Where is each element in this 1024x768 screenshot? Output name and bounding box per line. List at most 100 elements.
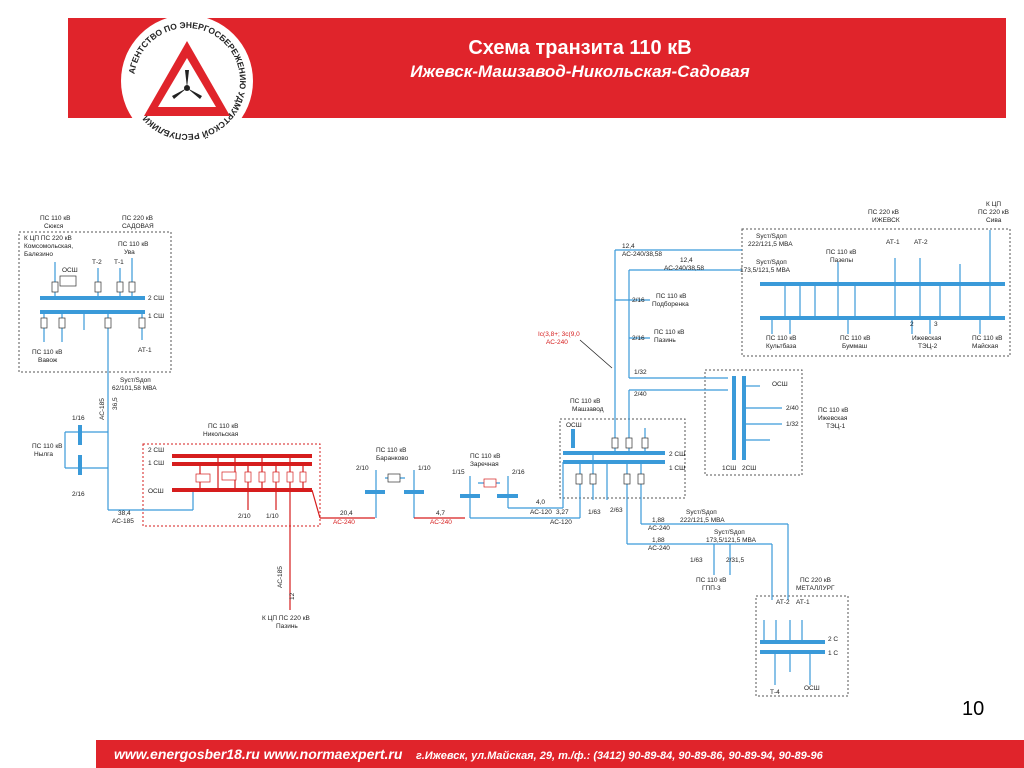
svg-text:Т-1: Т-1	[114, 259, 124, 266]
note-arrow	[579, 339, 613, 369]
svg-text:АТ-2: АТ-2	[776, 599, 790, 606]
footer-websites[interactable]: www.energosber18.ru www.normaexpert.ru	[114, 746, 403, 762]
svg-text:Ижевская: Ижевская	[818, 415, 848, 422]
svg-text:АТ-1: АТ-1	[796, 599, 810, 606]
metallurg-buses	[760, 640, 825, 654]
agency-logo: АГЕНТСТВО ПО ЭНЕРГОСБЕРЕЖЕНИЮ УДМУРТСКОЙ…	[121, 15, 253, 147]
svg-text:2/31,5: 2/31,5	[726, 557, 744, 564]
svg-text:20,4: 20,4	[340, 510, 353, 517]
svg-text:3,27: 3,27	[556, 509, 569, 516]
svg-text:ПС 220 кВ: ПС 220 кВ	[868, 209, 899, 216]
sadovaya-feeders	[43, 258, 194, 511]
svg-text:ТЭЦ-1: ТЭЦ-1	[826, 423, 846, 430]
svg-text:АТ-1: АТ-1	[886, 239, 900, 246]
svg-text:Sуст/Sдоп: Sуст/Sдоп	[714, 529, 745, 536]
svg-text:ОСШ: ОСШ	[804, 685, 820, 692]
svg-text:2/10: 2/10	[356, 465, 369, 472]
svg-text:Сива: Сива	[986, 217, 1002, 224]
mashzavod-breakers	[575, 437, 649, 485]
svg-text:Балезино: Балезино	[24, 251, 53, 258]
svg-text:ПС 110 кВ: ПС 110 кВ	[654, 329, 685, 336]
svg-text:2: 2	[910, 321, 914, 328]
svg-text:ПС 220 кВ: ПС 220 кВ	[800, 577, 831, 584]
page-title: Схема транзита 110 кВ	[468, 37, 692, 59]
svg-text:ПС 110 кВ: ПС 110 кВ	[840, 335, 871, 342]
svg-text:ПС 110 кВ: ПС 110 кВ	[208, 423, 239, 430]
svg-text:12,4: 12,4	[622, 243, 635, 250]
svg-text:1/15: 1/15	[452, 469, 465, 476]
svg-text:АС-120: АС-120	[530, 509, 552, 516]
svg-text:АТ-1: АТ-1	[138, 347, 152, 354]
svg-text:ГПП-3: ГПП-3	[702, 585, 721, 592]
svg-text:Т-2: Т-2	[92, 259, 102, 266]
svg-text:ОСШ: ОСШ	[148, 488, 164, 495]
svg-text:ПС 110 кВ: ПС 110 кВ	[766, 335, 797, 342]
tec1-box	[704, 369, 803, 476]
svg-text:2 СШ: 2 СШ	[669, 451, 685, 458]
sadovaya-buses	[40, 296, 145, 314]
svg-text:Вавож: Вавож	[38, 357, 58, 364]
svg-text:222/121,5 МВА: 222/121,5 МВА	[748, 241, 793, 248]
tec1-buses	[732, 376, 746, 460]
svg-text:АС-120: АС-120	[550, 519, 572, 526]
svg-text:Ува: Ува	[124, 249, 135, 256]
svg-text:1/63: 1/63	[690, 557, 703, 564]
svg-text:АС-240: АС-240	[333, 519, 355, 526]
transit-scheme-diagram: ПС 110 кВ Сюкся ПС 220 кВ САДОВАЯ К ЦП П…	[18, 201, 1011, 697]
svg-text:Пазелы: Пазелы	[830, 257, 853, 264]
wind-turbine-icon	[172, 70, 202, 99]
svg-text:2/40: 2/40	[786, 405, 799, 412]
svg-text:Подборенка: Подборенка	[652, 300, 689, 308]
svg-text:4,7: 4,7	[436, 510, 445, 517]
svg-text:1 СШ: 1 СШ	[669, 465, 685, 472]
zarechnaya-feeders	[469, 462, 581, 519]
svg-text:173,5/121,5 МВА: 173,5/121,5 МВА	[740, 267, 791, 274]
sadovaya-breakers	[40, 275, 146, 329]
svg-text:1/32: 1/32	[786, 421, 799, 428]
svg-text:ОСШ: ОСШ	[772, 381, 788, 388]
title-block: Схема транзита 110 кВ Ижевск-Машзавод-Ни…	[290, 36, 870, 84]
svg-text:173,5/121,5 МВА: 173,5/121,5 МВА	[706, 537, 757, 544]
svg-text:2/10: 2/10	[238, 513, 251, 520]
footer-address: г.Ижевск, ул.Майская, 29, т./ф.: (3412) …	[416, 750, 823, 762]
svg-text:1,88: 1,88	[652, 537, 665, 544]
svg-text:АС-185: АС-185	[277, 566, 284, 588]
metallurg-box	[755, 595, 849, 697]
svg-text:АС-240: АС-240	[648, 525, 670, 532]
svg-text:Никольская: Никольская	[203, 431, 239, 438]
svg-text:Культбаза: Культбаза	[766, 342, 797, 350]
svg-text:ПС 110 кВ: ПС 110 кВ	[118, 241, 149, 248]
svg-text:АС-185: АС-185	[112, 518, 134, 525]
svg-text:2 СШ: 2 СШ	[148, 295, 164, 302]
svg-text:1СШ: 1СШ	[722, 465, 736, 472]
svg-text:Пазинь: Пазинь	[276, 623, 298, 630]
svg-text:ПС 110 кВ: ПС 110 кВ	[470, 453, 501, 460]
svg-text:ПС 110 кВ: ПС 110 кВ	[32, 443, 63, 450]
svg-text:2/40: 2/40	[634, 391, 647, 398]
svg-text:САДОВАЯ: САДОВАЯ	[122, 223, 154, 230]
svg-text:ИЖЕВСК: ИЖЕВСК	[872, 217, 900, 224]
svg-text:АТ-2: АТ-2	[914, 239, 928, 246]
svg-text:ПС 220 кВ: ПС 220 кВ	[122, 215, 153, 222]
svg-text:2/16: 2/16	[632, 297, 645, 304]
mashzavod-feeders	[592, 249, 742, 544]
svg-text:АС-240/38,58: АС-240/38,58	[664, 265, 704, 272]
footer-banner: www.energosber18.ru www.normaexpert.ru г…	[96, 740, 1024, 768]
svg-text:3: 3	[934, 321, 938, 328]
svg-text:ПС 110 кВ: ПС 110 кВ	[40, 215, 71, 222]
svg-text:Майская: Майская	[972, 342, 999, 350]
svg-text:АС-240: АС-240	[648, 545, 670, 552]
svg-text:АС-240: АС-240	[430, 519, 452, 526]
svg-text:ПС 110 кВ: ПС 110 кВ	[376, 447, 407, 454]
svg-text:1 С: 1 С	[828, 650, 838, 657]
svg-text:Сюкся: Сюкся	[44, 223, 64, 230]
svg-text:К ЦП: К ЦП	[986, 201, 1001, 208]
nikolskaya-box	[142, 443, 321, 527]
svg-text:4,0: 4,0	[536, 499, 545, 506]
page-number: 10	[962, 698, 985, 720]
svg-text:1,88: 1,88	[652, 517, 665, 524]
metallurg-lines	[627, 523, 803, 640]
svg-text:ОСШ: ОСШ	[62, 267, 78, 274]
svg-text:ПС 110 кВ: ПС 110 кВ	[32, 349, 63, 356]
svg-text:ПС 110 кВ: ПС 110 кВ	[656, 293, 687, 300]
